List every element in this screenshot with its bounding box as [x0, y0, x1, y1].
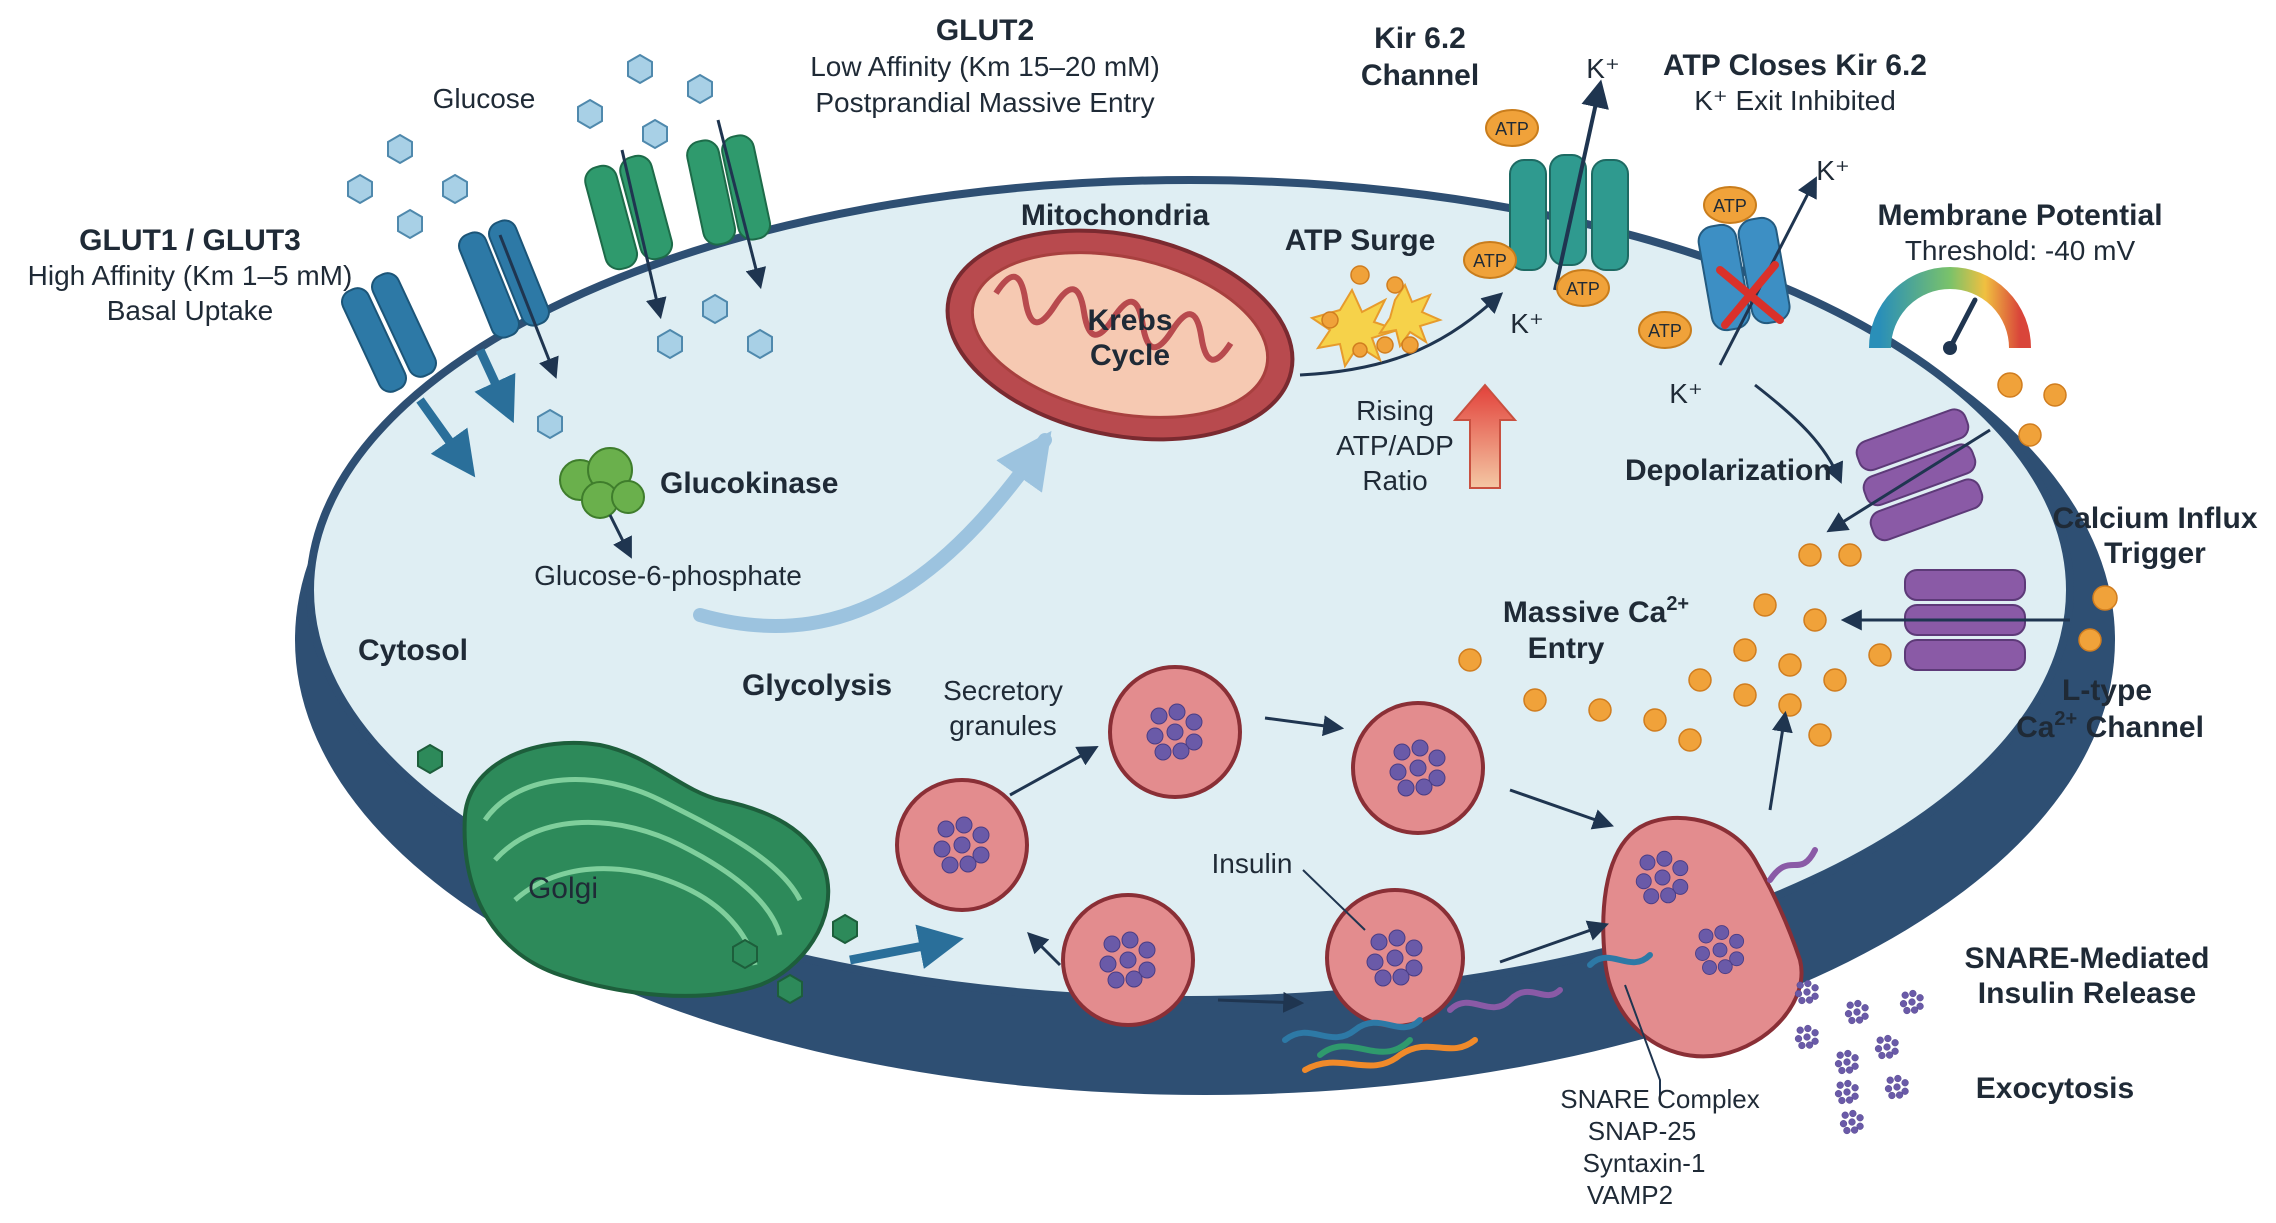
snare-leader-line — [1624, 984, 1661, 1100]
atp-closes-line1: ATP Closes Kir 6.2 — [1663, 49, 1927, 82]
atp-badge-label: ATP — [1473, 251, 1507, 271]
ltype-ca-superscript: 2+ — [2054, 708, 2077, 730]
massive-ca-text: Massive Ca — [1503, 596, 1667, 629]
glycolysis-label: Glycolysis — [742, 669, 892, 702]
atp-badge-labels: ATP ATP ATP ATP ATP — [1473, 119, 1747, 341]
snare-proteins — [1282, 847, 1818, 1073]
calcium-ions — [1458, 372, 2118, 752]
rising-line3: Ratio — [1362, 465, 1427, 496]
mitochondria-organelle — [945, 228, 1295, 442]
glucokinase-enzyme-icon — [559, 447, 645, 519]
rising-line1: Rising — [1356, 395, 1434, 426]
rising-line2: ATP/ADP — [1336, 430, 1454, 461]
snare-release-line1: SNARE-Mediated — [1964, 942, 2209, 975]
glucose-molecules — [347, 53, 773, 440]
ca-to-exocytosis-arrow — [1768, 710, 1793, 811]
glut2-title: GLUT2 — [936, 14, 1034, 47]
kir-label-line1: Kir 6.2 — [1374, 22, 1466, 55]
glut1-line1: High Affinity (Km 1–5 mM) — [28, 260, 353, 291]
kir-label-line2: Channel — [1361, 59, 1479, 92]
secretory-granules — [895, 665, 1485, 1028]
glut1-arrows — [416, 348, 516, 478]
atp-badges — [1463, 109, 1757, 349]
massive-ca-line1: Massive Ca2+ — [1503, 593, 1689, 629]
snap25-label: SNAP-25 — [1588, 1116, 1696, 1146]
atp-badge-label: ATP — [1566, 279, 1600, 299]
k-exit-arrow — [1553, 79, 1609, 291]
glut2-line2: Postprandial Massive Entry — [815, 87, 1154, 118]
glucokinase-arrow — [608, 514, 632, 559]
cytosol-label: Cytosol — [358, 634, 468, 667]
membrane-potential-threshold: Threshold: -40 mV — [1905, 235, 2136, 266]
released-insulin-clusters — [1794, 979, 1924, 1135]
insulin-label: Insulin — [1212, 848, 1293, 879]
k-plus-blocked-bottom: K⁺ — [1669, 378, 1702, 409]
glucokinase-label: Glucokinase — [660, 467, 838, 500]
atp-badge-label: ATP — [1495, 119, 1529, 139]
glut1-line2: Basal Uptake — [107, 295, 274, 326]
calcium-influx-line1: Calcium Influx — [2052, 502, 2257, 535]
atp-badge-label: ATP — [1713, 196, 1747, 216]
ca-channel-lower — [1904, 569, 2026, 671]
massive-ca-line2: Entry — [1528, 632, 1605, 665]
secretory-line1: Secretory — [943, 675, 1063, 706]
depolarization-arrow — [1754, 383, 1844, 484]
exocytosis-label: Exocytosis — [1976, 1072, 2134, 1105]
krebs-line2: Cycle — [1090, 339, 1170, 372]
golgi-label: Golgi — [528, 872, 598, 905]
g6p-label: Glucose-6-phosphate — [534, 560, 802, 591]
glut2-arrows — [620, 119, 767, 320]
membrane-potential-gauge-icon — [1869, 267, 2031, 355]
calcium-influx-line2: Trigger — [2104, 537, 2206, 570]
vamp2-label: VAMP2 — [1587, 1180, 1673, 1210]
krebs-line1: Krebs — [1087, 304, 1172, 337]
golgi-apparatus — [417, 740, 858, 1005]
atp-badge-label: ATP — [1648, 321, 1682, 341]
ca-influx-arrow-upper — [1826, 428, 1991, 533]
k-plus-mid: K⁺ — [1510, 308, 1543, 339]
glut2-transporters — [584, 134, 772, 271]
mitochondria-label: Mitochondria — [1021, 199, 1210, 232]
glycolysis-arrow — [693, 430, 1052, 633]
blocked-x-icon — [1716, 261, 1784, 329]
fusing-granule — [1601, 815, 1804, 1059]
ltype-ca-text: Ca — [2016, 711, 2055, 744]
atp-surge-label: ATP Surge — [1285, 224, 1436, 257]
snare-complex-label: SNARE Complex — [1560, 1084, 1759, 1114]
glucose-label: Glucose — [433, 83, 536, 114]
snare-release-line2: Insulin Release — [1978, 977, 2196, 1010]
rising-ratio-arrow-icon — [1452, 383, 1518, 489]
glut2-line1: Low Affinity (Km 15–20 mM) — [810, 51, 1160, 82]
glut1-title: GLUT1 / GLUT3 — [79, 224, 301, 257]
atp-surge-icon — [1309, 265, 1443, 369]
membrane-potential-title: Membrane Potential — [1877, 199, 2162, 232]
massive-ca-superscript: 2+ — [1666, 593, 1689, 615]
ltype-channel-text: Channel — [2077, 711, 2204, 744]
golgi-to-granule-arrow — [849, 924, 964, 969]
secretory-line2: granules — [949, 710, 1056, 741]
atp-closes-line2: K⁺ Exit Inhibited — [1694, 85, 1896, 116]
glucose-entry-arrow — [498, 234, 559, 379]
ltype-line2: Ca2+ Channel — [2016, 708, 2204, 744]
depolarization-label: Depolarization — [1625, 454, 1832, 487]
mitochondria-to-kir-arrow — [1299, 292, 1504, 377]
k-plus-blocked-top: K⁺ — [1816, 155, 1849, 186]
syntaxin-label: Syntaxin-1 — [1583, 1148, 1706, 1178]
insulin-leader-line — [1302, 869, 1366, 931]
granule-flow-arrows — [1009, 715, 1614, 1013]
ltype-line1: L-type — [2062, 674, 2152, 707]
k-plus-top: K⁺ — [1586, 53, 1619, 84]
kir62-channel-open — [1509, 154, 1629, 271]
